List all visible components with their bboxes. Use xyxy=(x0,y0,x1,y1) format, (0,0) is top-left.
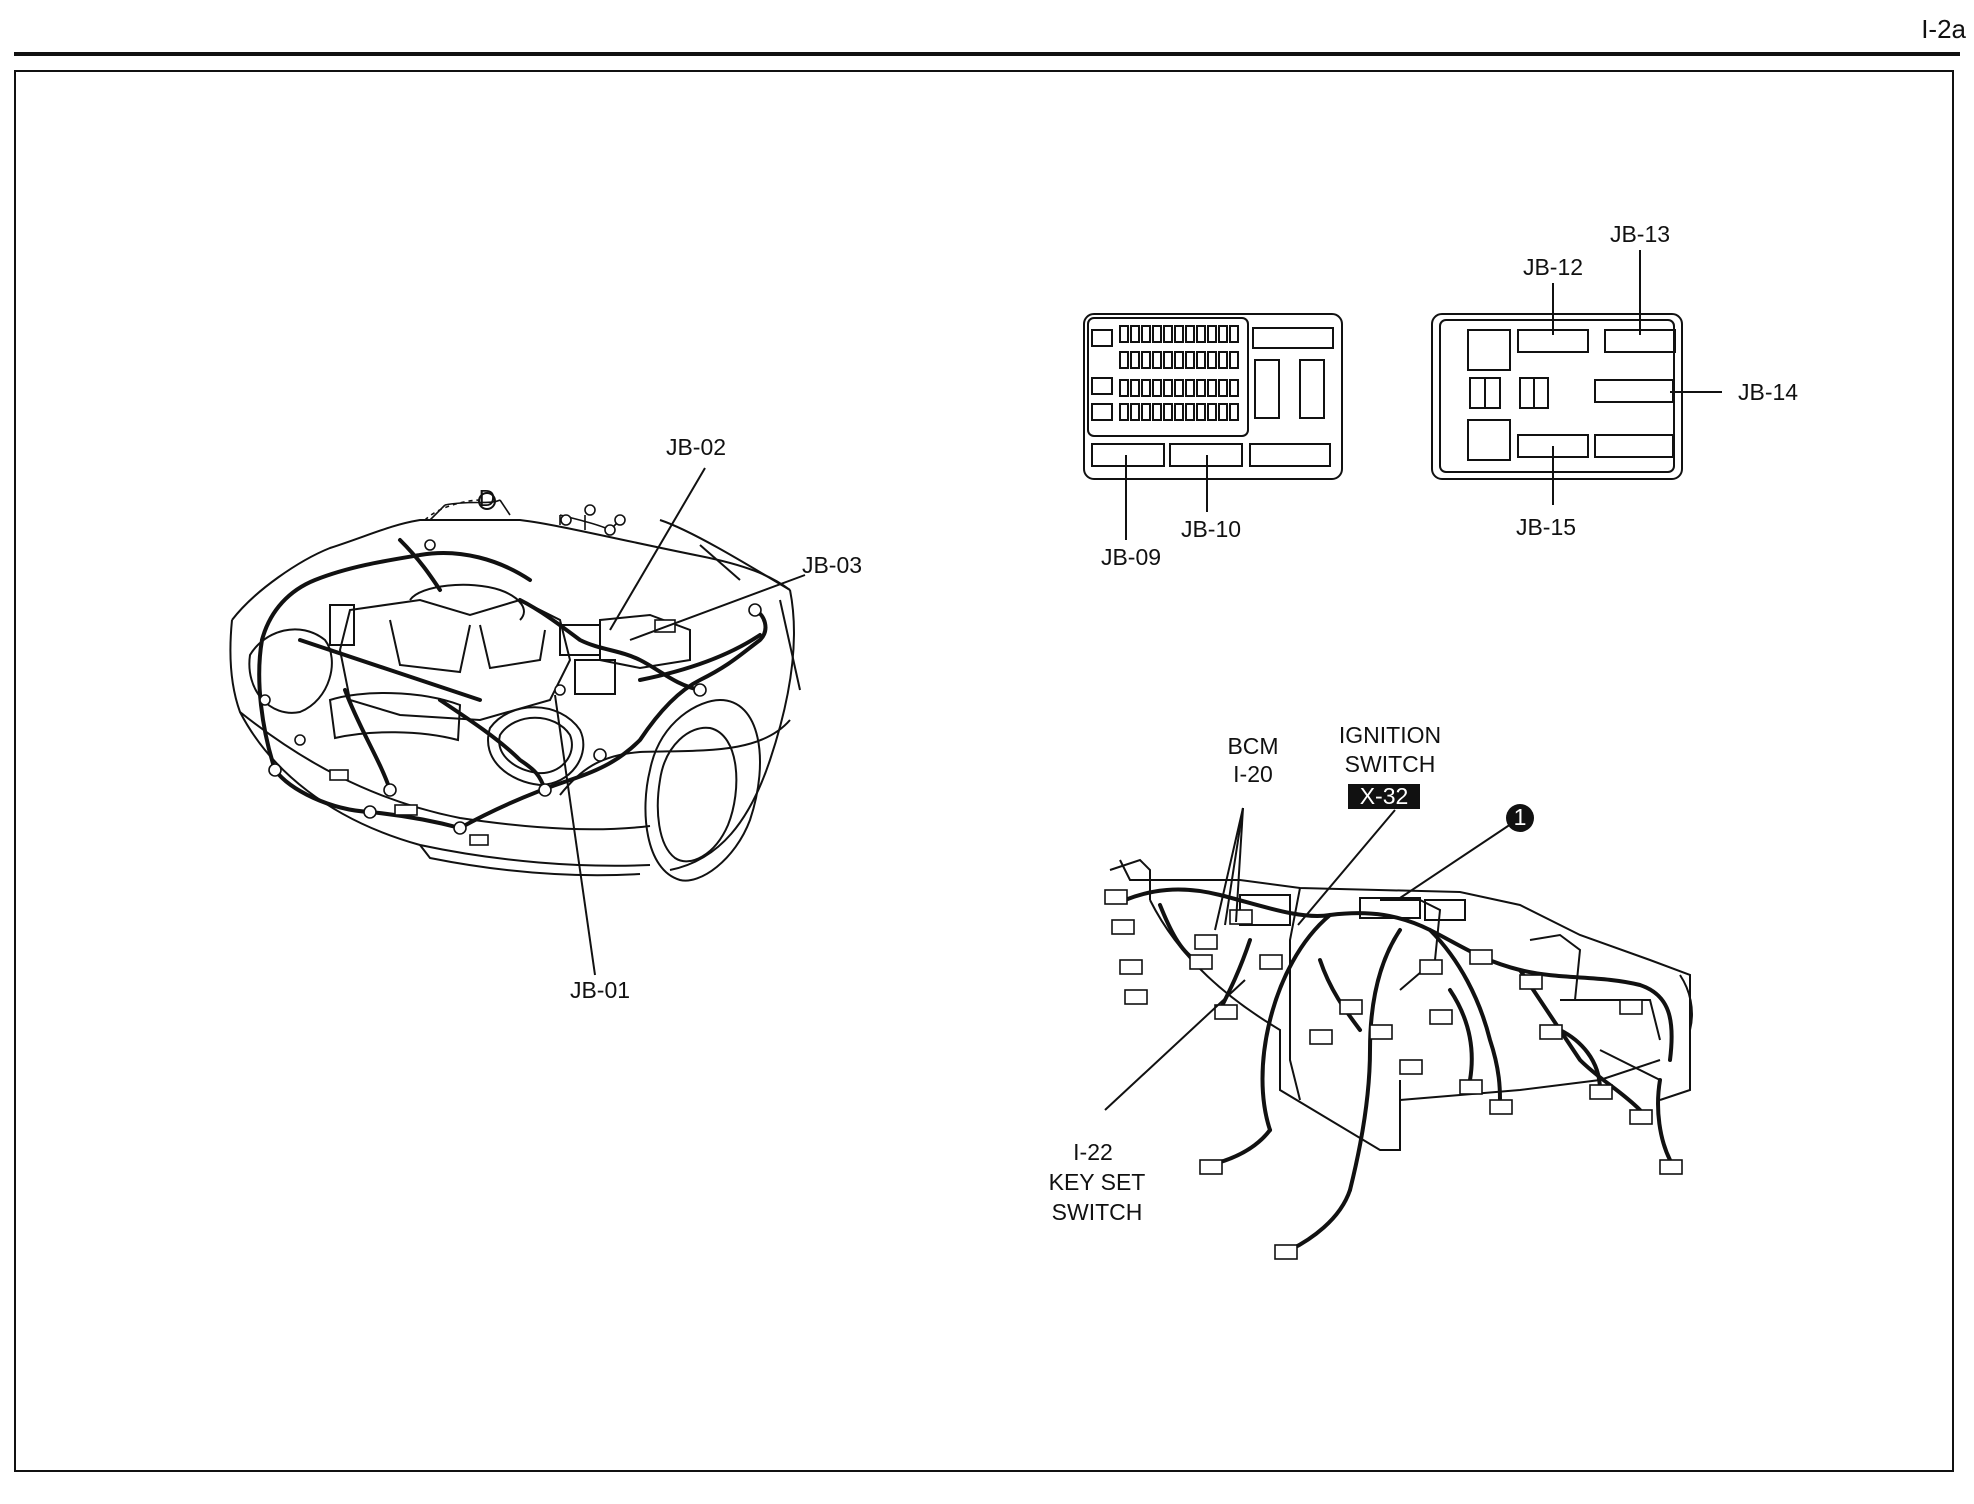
label-key-set-switch: SWITCH xyxy=(1052,1199,1143,1225)
label-jb-03: JB-03 xyxy=(802,552,862,578)
label-i-20: I-20 xyxy=(1233,761,1273,787)
callout-circle xyxy=(1506,804,1534,832)
fuse-slot xyxy=(1152,351,1162,369)
junction-box-right: JB-12 JB-13 JB-14 JB-15 xyxy=(1431,221,1798,540)
fuse-slot xyxy=(1174,325,1184,343)
fuse-slot xyxy=(1196,403,1206,421)
fuse-slot xyxy=(1229,379,1239,397)
fuse-slot xyxy=(1130,403,1140,421)
fuse-slot xyxy=(1174,379,1184,397)
label-bcm: BCM xyxy=(1227,733,1278,759)
fuse-slot xyxy=(1218,379,1228,397)
fuse-slot xyxy=(1119,325,1129,343)
label-jb-09: JB-09 xyxy=(1101,544,1161,570)
fuse-slot xyxy=(1229,403,1239,421)
engine-bay-illustration: D JB-02 JB-03 JB-01 xyxy=(229,434,862,1003)
fuse-slot xyxy=(1229,325,1239,343)
fuse-slot xyxy=(1152,379,1162,397)
fuse-slot xyxy=(1196,351,1206,369)
fuse-slot xyxy=(1207,379,1217,397)
fuse-slot xyxy=(1218,403,1228,421)
fuse-slot xyxy=(1185,325,1195,343)
relay-slot xyxy=(1091,403,1113,421)
relay-slot xyxy=(1091,377,1113,395)
label-switch: SWITCH xyxy=(1345,751,1436,777)
label-key-set: KEY SET xyxy=(1049,1169,1146,1195)
label-jb-14: JB-14 xyxy=(1738,379,1798,405)
fuse-slot xyxy=(1218,325,1228,343)
fuse-slot xyxy=(1207,351,1217,369)
fuse-slot xyxy=(1130,379,1140,397)
fuse-slot xyxy=(1119,351,1129,369)
fuse-slot xyxy=(1141,379,1151,397)
label-jb-02: JB-02 xyxy=(666,434,726,460)
header-rule xyxy=(14,52,1960,56)
callout-number: 1 xyxy=(1514,804,1527,830)
dashboard-harness: BCM I-20 IGNITION SWITCH X-32 1 I-22 KEY… xyxy=(1049,722,1693,1260)
fuse-slot xyxy=(1185,403,1195,421)
label-jb-01: JB-01 xyxy=(570,977,630,1003)
fuse-slot xyxy=(1163,379,1173,397)
fuse-slot xyxy=(1207,325,1217,343)
fuse-slot xyxy=(1163,403,1173,421)
fuse-slot xyxy=(1141,325,1151,343)
fuse-slot xyxy=(1141,351,1151,369)
fuse-slot xyxy=(1119,403,1129,421)
label-i-22: I-22 xyxy=(1073,1139,1113,1165)
fuse-slot xyxy=(1174,351,1184,369)
diagram-frame xyxy=(14,70,1954,1472)
label-ignition: IGNITION xyxy=(1339,722,1441,748)
page-code: I-2a xyxy=(1921,14,1966,44)
fuse-slot xyxy=(1130,351,1140,369)
fuse-slot xyxy=(1163,351,1173,369)
label-jb-13: JB-13 xyxy=(1610,221,1670,247)
fuse-slot xyxy=(1163,325,1173,343)
fuse-slot xyxy=(1196,379,1206,397)
fuse-slot xyxy=(1185,379,1195,397)
label-jb-10: JB-10 xyxy=(1181,516,1241,542)
fuse-slot xyxy=(1130,325,1140,343)
fuse-slot xyxy=(1152,325,1162,343)
fuse-slot xyxy=(1152,403,1162,421)
label-jb-15: JB-15 xyxy=(1516,514,1576,540)
fuse-slot xyxy=(1196,325,1206,343)
marker-d: D xyxy=(479,485,496,511)
fuse-slot xyxy=(1185,351,1195,369)
fuse-slot xyxy=(1119,379,1129,397)
fuse-slot xyxy=(1174,403,1184,421)
relay-slot xyxy=(1091,329,1113,347)
label-x-32: X-32 xyxy=(1360,783,1409,809)
fuse-slot xyxy=(1207,403,1217,421)
code-badge xyxy=(1348,784,1420,809)
fuse-slot xyxy=(1229,351,1239,369)
fuse-slot xyxy=(1141,403,1151,421)
fuse-slot xyxy=(1218,351,1228,369)
junction-box-left: JB-09 JB-10 xyxy=(1083,313,1343,570)
label-jb-12: JB-12 xyxy=(1523,254,1583,280)
